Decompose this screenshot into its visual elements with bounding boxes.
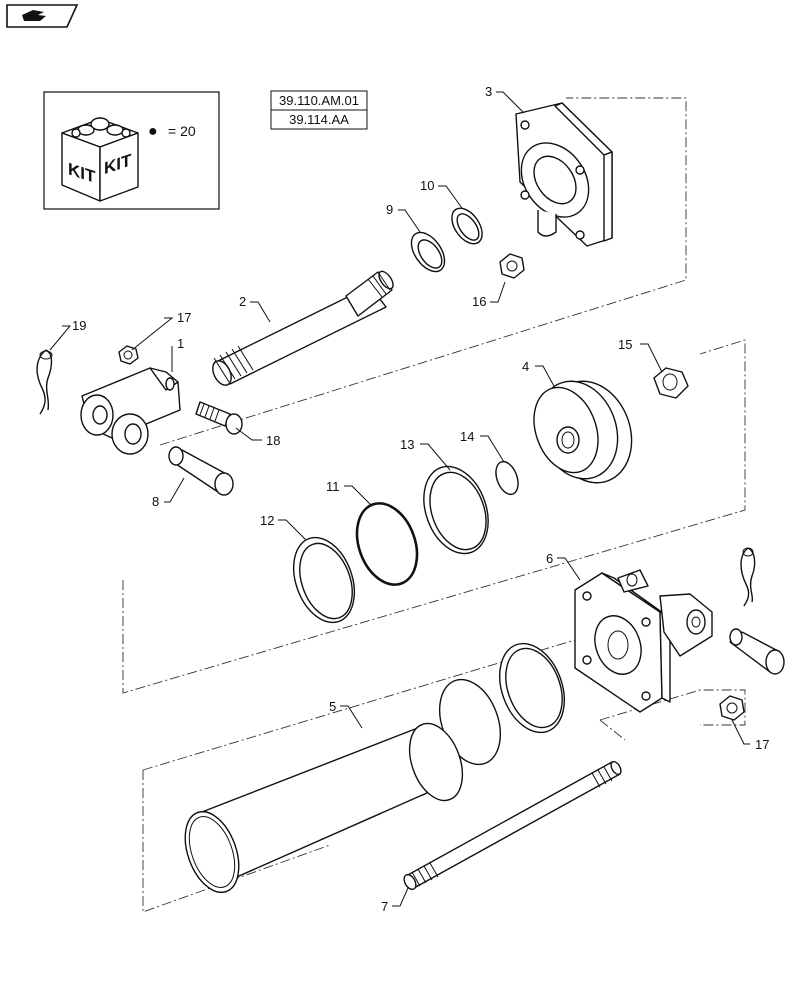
- part-4-piston: [533, 380, 633, 484]
- go-to-page-icon[interactable]: [6, 4, 79, 28]
- part-13-backup-ring: [423, 465, 489, 555]
- callout-16: 16: [472, 294, 486, 309]
- callout-5: 5: [329, 699, 336, 714]
- part-16-nut: [499, 253, 525, 279]
- callout-17-lower: 17: [755, 737, 769, 752]
- part-15-nut: [653, 367, 689, 399]
- part-17-nut-lower: [719, 695, 745, 721]
- part-5-cylinder-tube: [184, 722, 464, 894]
- kit-legend-dot: ●: [148, 123, 158, 140]
- callout-labels: 3 10 9 16 2 17 1 19 18 8 15 4 14 13 11 1…: [72, 84, 769, 914]
- base-cotter-pin: [740, 547, 756, 607]
- part-12-seal-ring: [292, 536, 356, 624]
- callout-17-upper: 17: [177, 310, 191, 325]
- callout-2: 2: [239, 294, 246, 309]
- callout-1: 1: [177, 336, 184, 351]
- part-8-pin: [168, 446, 234, 496]
- base-pin: [729, 628, 785, 675]
- leader-lines: [49, 91, 750, 907]
- part-7-tie-rod: [403, 760, 622, 891]
- callout-12: 12: [260, 513, 274, 528]
- callout-19: 19: [72, 318, 86, 333]
- kit-legend-text: = 20: [168, 123, 196, 139]
- part-17-nut-upper: [118, 345, 139, 365]
- callout-14: 14: [460, 429, 474, 444]
- part-6-base-cap: [574, 569, 713, 713]
- callout-8: 8: [152, 494, 159, 509]
- callout-13: 13: [400, 437, 414, 452]
- callout-7: 7: [381, 899, 388, 914]
- callout-18: 18: [266, 433, 280, 448]
- part-19-cotter-pin: [36, 349, 53, 415]
- callout-6: 6: [546, 551, 553, 566]
- part-1-clevis: [80, 367, 181, 455]
- part-2-piston-rod: [212, 270, 394, 386]
- part-18-bolt: [195, 401, 243, 435]
- part-9-seal: [410, 231, 446, 273]
- part-3-cylinder-head: [515, 102, 613, 247]
- callout-10: 10: [420, 178, 434, 193]
- reference-link-2[interactable]: 39.114.AA: [289, 112, 349, 127]
- callout-15: 15: [618, 337, 632, 352]
- reference-boxes: 39.110.AM.01 39.114.AA: [270, 90, 368, 130]
- kit-legend: KIT KIT ● = 20: [43, 91, 220, 210]
- callout-9: 9: [386, 202, 393, 217]
- base-gasket: [438, 642, 565, 766]
- part-10-seal: [451, 207, 483, 245]
- callout-3: 3: [485, 84, 492, 99]
- part-11-o-ring: [355, 502, 419, 586]
- reference-link-1[interactable]: 39.110.AM.01: [279, 93, 359, 108]
- callout-11: 11: [326, 479, 340, 494]
- part-14-o-ring: [495, 460, 519, 496]
- callout-4: 4: [522, 359, 529, 374]
